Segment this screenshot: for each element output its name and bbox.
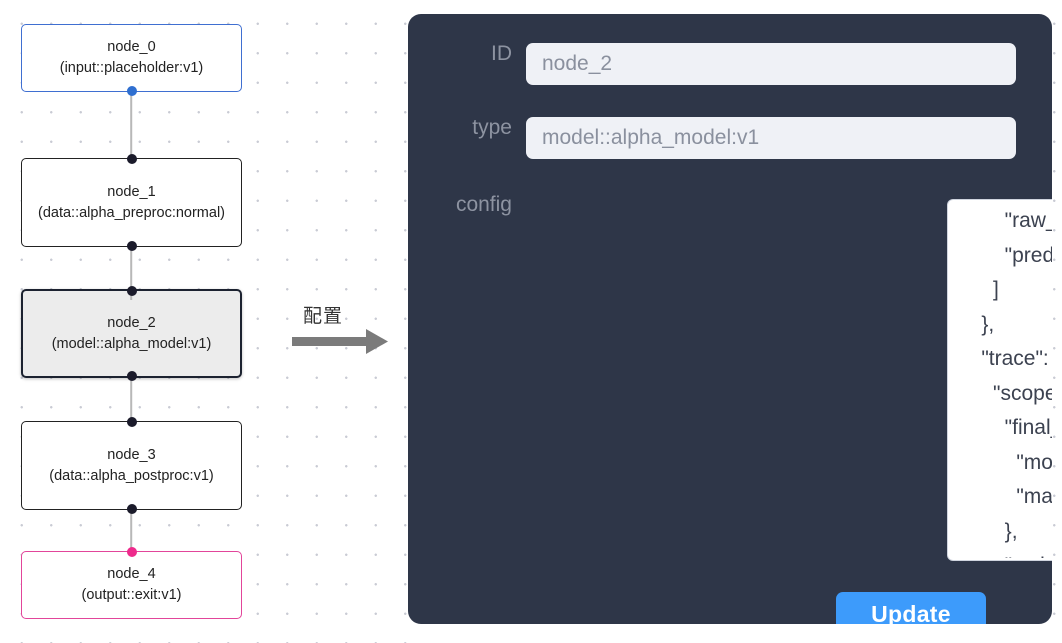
edge-node0-node1: [130, 88, 132, 160]
config-textarea-wrapper[interactable]: "raw_action", "pred" ] }, "trace": { "sc…: [948, 200, 1052, 560]
node-handle-bottom[interactable]: [126, 371, 137, 381]
update-button[interactable]: Update: [836, 592, 986, 624]
edge-node3-node4: [130, 508, 132, 550]
id-input[interactable]: [526, 43, 1016, 85]
arrow-right-icon: [292, 328, 390, 361]
node-title: node_4: [107, 566, 156, 582]
node-handle-top[interactable]: [126, 417, 137, 427]
transition-label: 配置: [303, 306, 344, 327]
edge-node1-node2: [130, 245, 132, 300]
node-subtitle: (data::alpha_preproc:normal): [38, 204, 225, 221]
flow-node-node_3[interactable]: node_3 (data::alpha_postproc:v1): [21, 417, 242, 514]
type-label: type: [472, 116, 512, 139]
node-handle-top[interactable]: [126, 286, 137, 296]
flow-node-node_4[interactable]: node_4 (output::exit:v1): [21, 547, 242, 619]
node-handle-bottom[interactable]: [126, 241, 137, 251]
node-subtitle: (output::exit:v1): [81, 587, 182, 603]
id-label: ID: [491, 42, 512, 65]
panel-bottom-strip: [408, 624, 1062, 643]
flow-node-node_1[interactable]: node_1 (data::alpha_preproc:normal): [21, 154, 242, 251]
node-title: node_0: [107, 39, 156, 55]
edge-node2-node3: [130, 375, 132, 420]
node-subtitle: (input::placeholder:v1): [59, 60, 204, 76]
config-textarea[interactable]: "raw_action", "pred" ] }, "trace": { "sc…: [981, 209, 1052, 558]
node-handle-bottom[interactable]: [126, 86, 137, 96]
node-title: node_1: [107, 183, 156, 200]
node-handle-top[interactable]: [126, 547, 137, 557]
flow-node-node_2[interactable]: node_2 (model::alpha_model:v1): [21, 286, 242, 381]
node-title: node_3: [107, 446, 156, 463]
config-label: config: [455, 193, 512, 216]
node-subtitle: (data::alpha_postproc:v1): [49, 467, 214, 484]
flow-node-node_0[interactable]: node_0 (input::placeholder:v1): [21, 24, 242, 96]
node-handle-top[interactable]: [126, 154, 137, 164]
node-handle-bottom[interactable]: [126, 504, 137, 514]
config-panel: ID type config "raw_action", "pred" ] },…: [408, 14, 1052, 624]
node-subtitle: (model::alpha_model:v1): [51, 335, 212, 352]
node-title: node_2: [107, 314, 156, 331]
type-input[interactable]: [526, 117, 1016, 159]
